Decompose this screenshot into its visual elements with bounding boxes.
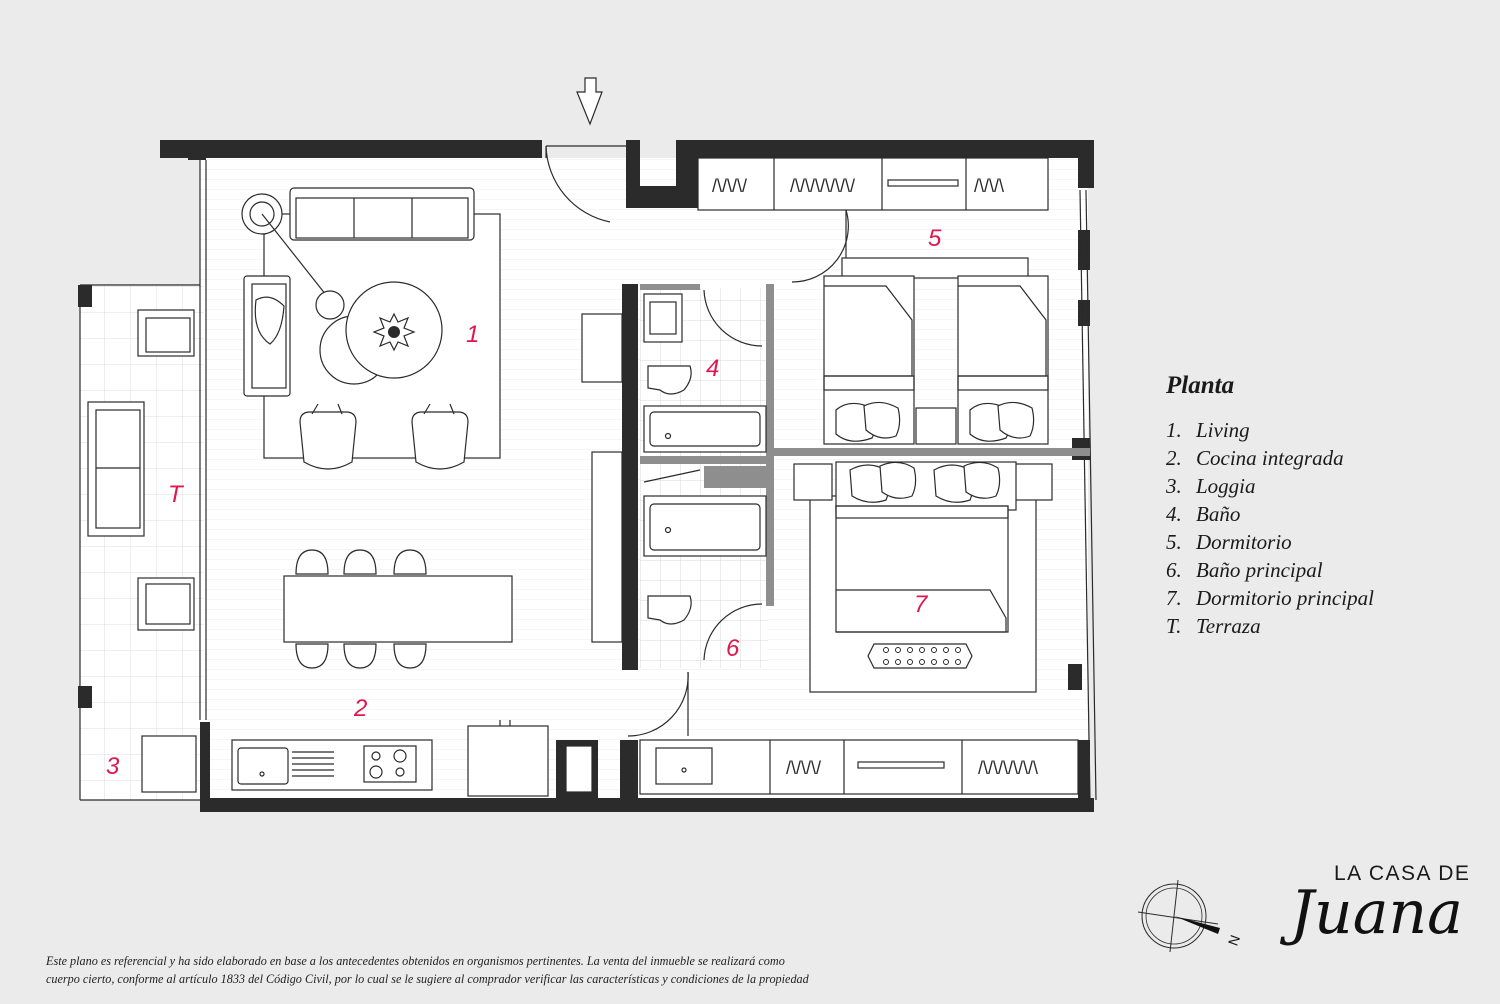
- compass-icon: N: [1137, 880, 1243, 953]
- wall-loggia-divider: [200, 722, 210, 802]
- dining-table: [283, 575, 513, 643]
- legend-title: Planta: [1166, 372, 1235, 399]
- partition-bath4-bedroom5: [766, 284, 774, 456]
- room-label-main-bedroom: 7: [914, 591, 929, 618]
- room-label-living: 1: [466, 321, 479, 348]
- wall-bathroom-core: [622, 284, 638, 670]
- partition-bath6-bedroom7: [766, 456, 774, 606]
- wall-bottom: [200, 798, 1094, 812]
- terrace-pier-top: [78, 285, 92, 307]
- wall-right-pier1: [1078, 230, 1090, 270]
- room-label-bedroom: 5: [928, 225, 942, 252]
- legend-item: 5.Dormitorio: [1166, 530, 1292, 554]
- legend-item: 7.Dormitorio principal: [1166, 586, 1374, 610]
- sofa: [289, 187, 475, 241]
- tv-cabinets: [581, 313, 623, 643]
- partition-bedroom5-bedroom7: [774, 448, 1090, 456]
- entrance-door: [545, 145, 626, 223]
- svg-text:/\/\/\/\/\/\/: /\/\/\/\/\/\/: [790, 176, 855, 196]
- wall-right-pier2: [1078, 300, 1090, 326]
- room-label-main-bathroom: 6: [726, 635, 740, 662]
- bedroom-5-wardrobe: /\/\/\/ /\/\/\/\/\/\/ /\/\/\: [697, 157, 1049, 211]
- terrace-pier-bottom: [78, 686, 92, 708]
- wall-corner-tl: [188, 140, 206, 160]
- bedroom-5-beds: [823, 257, 1049, 445]
- terrace-furniture: [87, 309, 195, 631]
- armchair-living: [243, 275, 291, 397]
- room-label-bathroom: 4: [706, 355, 719, 382]
- partition-bath4-bath6: [640, 456, 766, 464]
- dining-chairs: [295, 549, 427, 669]
- entrance-arrow-icon: [576, 77, 603, 126]
- legend-item: 2.Cocina integrada: [1166, 446, 1344, 470]
- room-label-loggia: 3: [106, 753, 120, 780]
- legend-list: 1.Living 2.Cocina integrada 3.Loggia 4.B…: [1166, 416, 1374, 640]
- wall-top-right: [676, 140, 1094, 158]
- legend-item: 1.Living: [1166, 418, 1250, 442]
- legend-item: 6.Baño principal: [1166, 558, 1323, 582]
- partition-shaft: [704, 466, 766, 488]
- disclaimer-line-2: cuerpo cierto, conforme al artículo 1833…: [46, 972, 809, 986]
- svg-text:/\/\/\: /\/\/\: [974, 176, 1004, 196]
- legend-item: 4.Baño: [1166, 502, 1241, 526]
- bathroom-6-fixtures: [643, 469, 767, 625]
- brand-script-text: Juana: [1290, 878, 1463, 948]
- living-chairs: [299, 403, 469, 470]
- wall-entry-right: [676, 140, 698, 208]
- partition-top-bath: [640, 284, 700, 290]
- legend-item: T.Terraza: [1166, 614, 1261, 638]
- wall-top-left: [160, 140, 542, 158]
- disclaimer-line-1: Este plano es referencial y ha sido elab…: [46, 954, 785, 968]
- wall-right-pier4: [1068, 664, 1082, 690]
- bedroom-7-furniture: [793, 461, 1053, 693]
- wall-shaft-bottom: [620, 740, 638, 800]
- svg-text:/\/\/\/: /\/\/\/: [786, 758, 821, 778]
- room-label-terrace: T: [168, 481, 185, 508]
- brand-logo: LA CASA DE Juana: [1290, 858, 1480, 988]
- brand-top-text: LA CASA DE: [1334, 862, 1471, 885]
- partitions: [640, 284, 1090, 606]
- window-lines: [79, 160, 1097, 801]
- svg-text:/\/\/\/\/\/\: /\/\/\/\/\/\: [978, 758, 1038, 778]
- legend: Planta 1.Living 2.Cocina integrada 3.Log…: [1166, 372, 1374, 640]
- bathroom-4-fixtures: [643, 293, 767, 453]
- bedroom-7-wardrobe: /\/\/\/ /\/\/\/\/\/\: [565, 739, 1079, 795]
- kitchen-counter: [141, 720, 549, 797]
- svg-text:/\/\/\/: /\/\/\/: [712, 176, 747, 196]
- disclaimer: Este plano es referencial y ha sido elab…: [46, 952, 1096, 988]
- floor-lamp: [241, 193, 345, 320]
- wall-corner-tr: [1078, 140, 1094, 188]
- legend-item: 3.Loggia: [1166, 474, 1256, 498]
- wall-corner-br: [1078, 740, 1090, 800]
- compass-north-label: N: [1225, 933, 1243, 948]
- room-labels: 1 2 3 4 5 6 7 T: [106, 225, 942, 780]
- coffee-tables: [319, 281, 443, 385]
- room-label-kitchen: 2: [353, 695, 367, 722]
